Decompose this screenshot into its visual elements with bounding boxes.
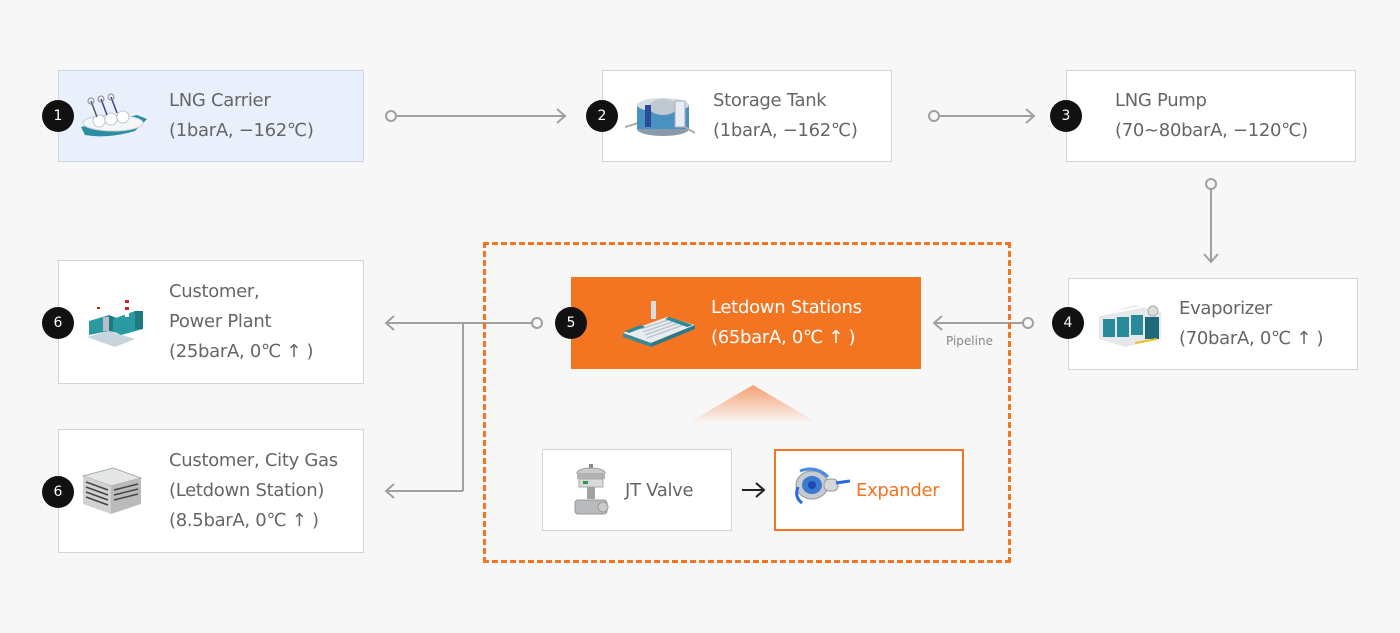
node-label: JT Valve xyxy=(625,480,694,501)
ship-icon xyxy=(81,93,147,137)
letdown-group-frame xyxy=(483,242,1011,563)
pipeline-label: Pipeline xyxy=(946,334,993,348)
node-expander[interactable]: Expander xyxy=(774,449,964,531)
step-badge: 3 xyxy=(1050,100,1082,132)
node-title: Storage Tank xyxy=(713,90,827,111)
node-label: Expander xyxy=(856,480,940,501)
node-spec: (70~80barA, −120℃) xyxy=(1115,120,1308,141)
node-title: Customer, City Gas xyxy=(169,450,338,471)
node-city-gas[interactable]: Customer, City Gas (Letdown Station) (8.… xyxy=(58,429,364,553)
node-power-plant[interactable]: Customer, Power Plant (25barA, 0℃ ↑ ) xyxy=(58,260,364,384)
node-title: Customer, xyxy=(169,281,260,302)
node-title: Evaporizer xyxy=(1179,298,1272,319)
node-spec: (65barA, 0℃ ↑ ) xyxy=(711,327,856,348)
node-title: LNG Pump xyxy=(1115,90,1207,111)
building-icon xyxy=(81,467,143,514)
node-lng-carrier[interactable]: LNG Carrier (1barA, −162℃) xyxy=(58,70,364,162)
node-title: LNG Carrier xyxy=(169,90,271,111)
node-spec: (1barA, −162℃) xyxy=(713,120,858,141)
step-badge: 6 xyxy=(42,476,74,508)
connector-letdown-to-customers xyxy=(384,315,543,499)
step-badge: 2 xyxy=(586,100,618,132)
node-label: Customer, Power Plant (25barA, 0℃ ↑ ) xyxy=(169,277,314,367)
node-evaporizer[interactable]: Evaporizer (70barA, 0℃ ↑ ) xyxy=(1068,278,1358,370)
arrow-jt-to-expander xyxy=(742,482,766,498)
node-label: Evaporizer (70barA, 0℃ ↑ ) xyxy=(1179,294,1324,354)
node-title: Letdown Stations xyxy=(711,297,862,318)
node-spec: (25barA, 0℃ ↑ ) xyxy=(169,341,314,362)
node-jt-valve[interactable]: JT Valve xyxy=(542,449,732,531)
node-storage-tank[interactable]: Storage Tank (1barA, −162℃) xyxy=(602,70,892,162)
step-badge: 6 xyxy=(42,307,74,339)
node-label: LNG Pump (70~80barA, −120℃) xyxy=(1115,86,1308,146)
connector-tank-to-pump xyxy=(928,108,1036,124)
node-label: LNG Carrier (1barA, −162℃) xyxy=(169,86,314,146)
node-label: Letdown Stations (65barA, 0℃ ↑ ) xyxy=(711,293,862,353)
node-spec: (70barA, 0℃ ↑ ) xyxy=(1179,328,1324,349)
expander-icon xyxy=(795,467,851,505)
node-letdown-stations[interactable]: Letdown Stations (65barA, 0℃ ↑ ) xyxy=(571,277,921,369)
node-title-line2: Power Plant xyxy=(169,311,272,332)
step-badge: 4 xyxy=(1052,307,1084,339)
upward-triangle xyxy=(688,385,818,423)
evaporizer-icon xyxy=(1098,305,1161,347)
step-badge: 5 xyxy=(555,307,587,339)
connector-carrier-to-tank xyxy=(385,108,567,124)
node-lng-pump[interactable]: LNG Pump (70~80barA, −120℃) xyxy=(1066,70,1356,162)
valve-icon xyxy=(574,464,609,515)
connector-pump-to-evaporizer xyxy=(1203,178,1219,264)
node-subtitle: (Letdown Station) xyxy=(169,480,325,501)
node-spec: (1barA, −162℃) xyxy=(169,120,314,141)
step-badge: 1 xyxy=(42,100,74,132)
node-label: Customer, City Gas (Letdown Station) (8.… xyxy=(169,446,338,536)
tank-icon xyxy=(625,98,695,136)
node-spec: (8.5barA, 0℃ ↑ ) xyxy=(169,510,319,531)
station-icon xyxy=(623,301,695,347)
power-plant-icon xyxy=(87,297,143,347)
node-label: Storage Tank (1barA, −162℃) xyxy=(713,86,858,146)
